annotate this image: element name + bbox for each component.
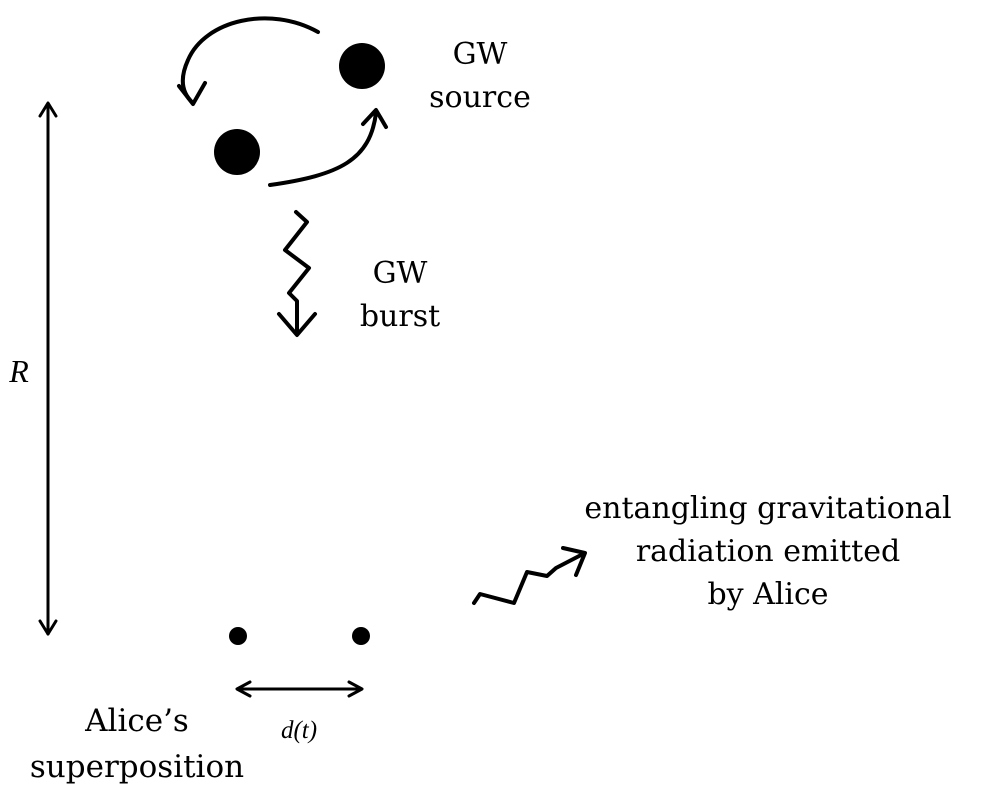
separation-label: d(t) <box>281 717 317 744</box>
alice-label-line1: Alice’s <box>84 703 189 739</box>
orbit-arrow-lower <box>268 108 388 187</box>
gw-burst-arrow <box>277 210 317 337</box>
gw-burst-label-line1: GW <box>373 256 428 291</box>
source-mass-lower <box>214 129 260 175</box>
alice-label-line2: superposition <box>30 749 244 785</box>
gw-source-label-line2: source <box>429 80 531 115</box>
gw-source-label-line1: GW <box>453 37 508 72</box>
distance-label: R <box>8 353 29 389</box>
gw-burst-label-line2: burst <box>360 299 440 334</box>
superposition-branch-left <box>229 627 247 645</box>
gw-source-binary <box>177 16 388 187</box>
distance-arrow <box>38 101 58 636</box>
radiation-arrow <box>472 546 587 605</box>
radiation-label-line1: entangling gravitational <box>584 491 951 526</box>
separation-arrow <box>235 680 364 698</box>
superposition-branch-right <box>352 627 370 645</box>
radiation-label-line2: radiation emitted <box>636 534 900 569</box>
radiation-label-line3: by Alice <box>707 577 828 612</box>
source-mass-upper <box>339 43 385 89</box>
orbit-arrow-upper <box>177 16 320 106</box>
